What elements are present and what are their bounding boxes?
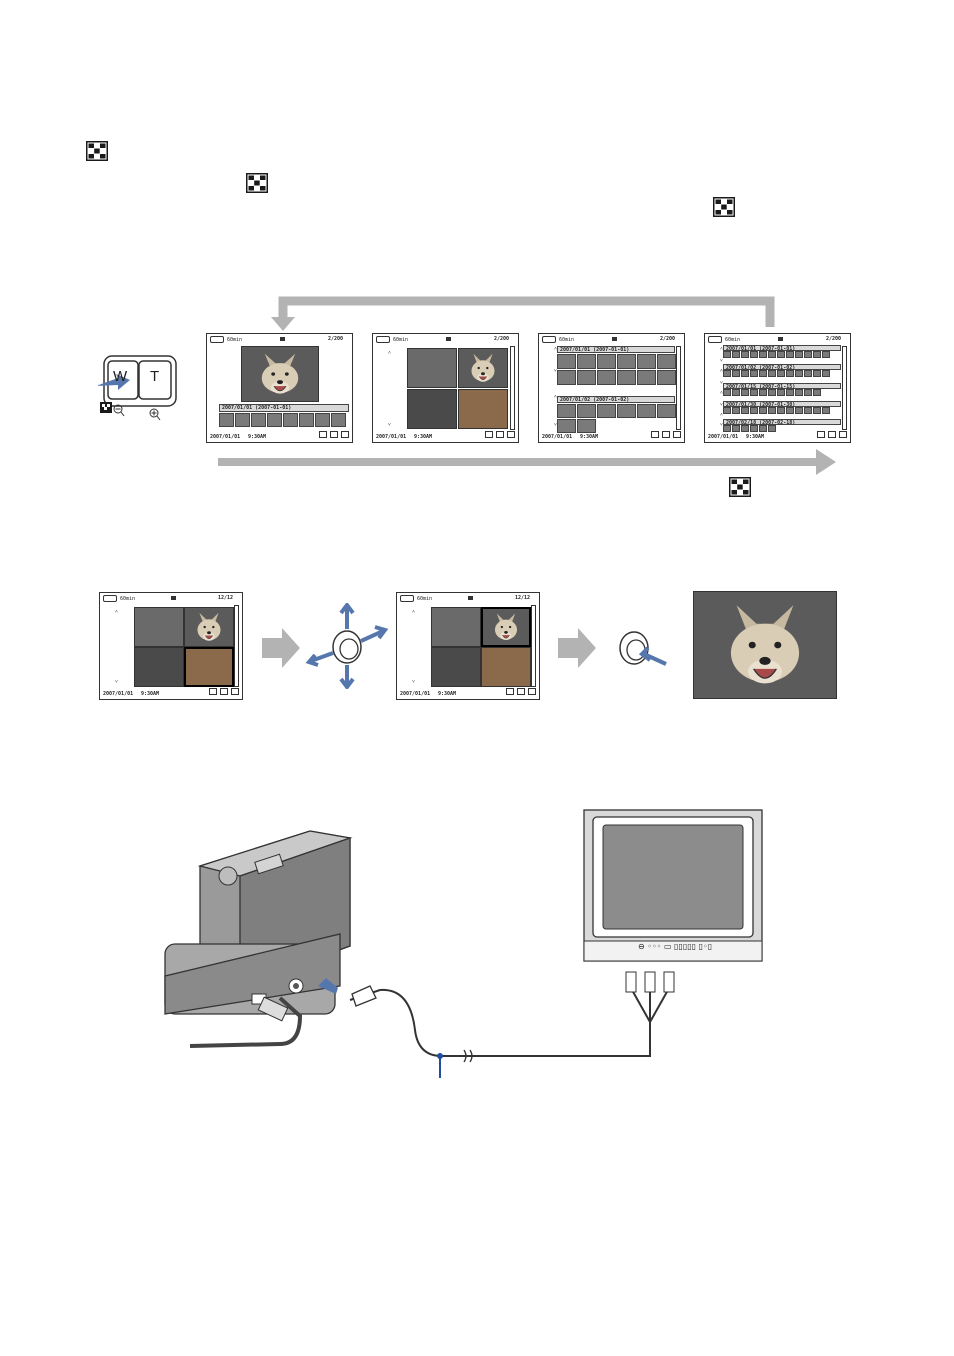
photo-thumbnail: [184, 607, 234, 647]
remaining-time: 60min: [725, 337, 741, 343]
image-count: 2/200: [327, 336, 343, 342]
battery-icon: [542, 336, 556, 343]
index-grid-icon: [246, 173, 268, 193]
camcorder-on-handycam-station: [164, 830, 353, 1048]
date-group-bar: 2007/02/18 (2007-02-18): [723, 419, 841, 426]
zoom-t-label: T: [150, 368, 160, 385]
battery-icon: [708, 336, 722, 343]
image-count: 2/200: [825, 336, 841, 342]
tv-set: ⊖ ◦◦◦ ▭ ▯▯▯▯▯ ▯◦▯: [583, 809, 763, 962]
date-group-bar: 2007/01/01 (2007-01-01): [557, 346, 675, 353]
battery-icon: [210, 336, 224, 343]
control-button-multi-selector[interactable]: [305, 603, 389, 689]
image-count: 12/12: [514, 595, 530, 601]
index-advance-arrow: [218, 449, 836, 475]
return-arrow: [271, 296, 775, 331]
time-text: 9:30AM: [746, 434, 765, 440]
index-grid-icon: [713, 197, 735, 217]
remaining-time: 60min: [417, 596, 433, 602]
photo-thumbnail-selected: [481, 607, 531, 647]
remaining-time: 60min: [120, 596, 136, 602]
step-arrow: [558, 628, 596, 668]
date-group-bar: 2007/01/01 (2007-01-01): [723, 345, 841, 352]
control-button-press[interactable]: [614, 624, 670, 674]
battery-icon: [400, 595, 414, 602]
date-text: 2007/01/01: [708, 434, 739, 440]
time-text: 9:30AM: [580, 434, 599, 440]
index-grid-icon: [86, 141, 108, 161]
date-text: 2007/01/01: [400, 691, 431, 697]
step-arrow: [262, 628, 300, 668]
photo-thumbnail: [241, 346, 319, 402]
av-connecting-cable: [349, 971, 675, 1078]
zoom-lever[interactable]: W T: [96, 352, 178, 427]
date-group-bar: 2007/01/02 (2007-01-02): [723, 364, 841, 371]
remaining-time: 60min: [393, 337, 409, 343]
remaining-time: 60min: [559, 337, 575, 343]
image-count: 2/200: [659, 336, 675, 342]
remaining-time: 60min: [227, 337, 243, 343]
time-text: 9:30AM: [438, 691, 457, 697]
time-text: 9:30AM: [414, 434, 433, 440]
date-group-bar: 2007/01/15 (2007-01-15): [723, 383, 841, 390]
date-group-bar: 2007/01/30 (2007-01-30): [723, 401, 841, 408]
date-text: 2007/01/01: [210, 434, 241, 440]
zoom-w-label: W: [113, 368, 128, 385]
photo-thumbnail: [458, 348, 508, 388]
date-group-bar: 2007/01/02 (2007-01-02): [557, 396, 675, 403]
battery-icon: [103, 595, 117, 602]
full-screen-photo: [693, 591, 837, 699]
tv-front-panel: ⊖ ◦◦◦ ▭ ▯▯▯▯▯ ▯◦▯: [638, 942, 713, 951]
date-text: 2007/01/01: [376, 434, 407, 440]
image-count: 12/12: [217, 595, 233, 601]
index-screen-1: 60min 2/200 2007/01/01 (2007-01-01) 2007/…: [206, 333, 353, 443]
time-text: 9:30AM: [141, 691, 160, 697]
date-group-bar: 2007/01/01 (2007-01-01): [219, 404, 349, 412]
battery-icon: [376, 336, 390, 343]
image-count: 2/200: [493, 336, 509, 342]
index-grid-icon: [729, 477, 751, 497]
date-text: 2007/01/01: [103, 691, 134, 697]
date-text: 2007/01/01: [542, 434, 573, 440]
time-text: 9:30AM: [248, 434, 267, 440]
